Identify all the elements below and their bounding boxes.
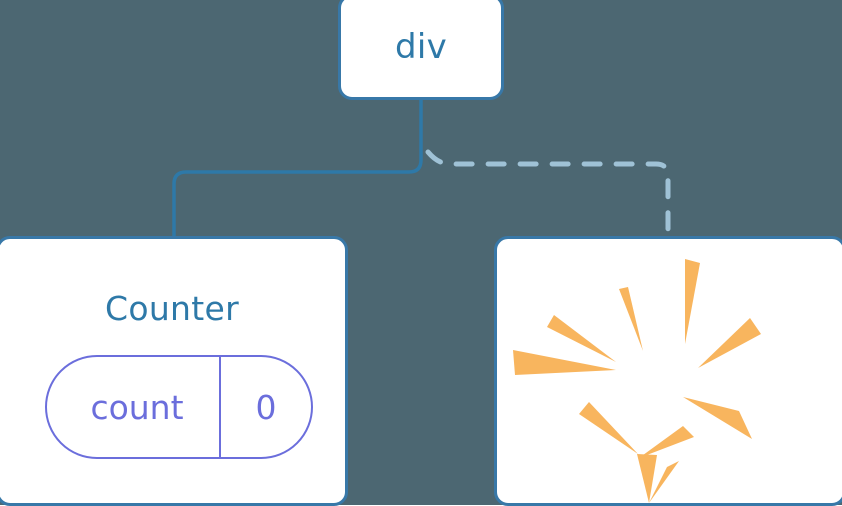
node-counter-label: Counter	[105, 289, 239, 328]
sparkle-burst-icon	[513, 259, 761, 503]
node-div[interactable]: div	[338, 0, 504, 100]
edge-div-to-counter	[172, 98, 423, 238]
node-counter[interactable]: Counter count 0	[0, 236, 348, 506]
edge-div-to-sparkle	[425, 149, 671, 239]
node-div-label: div	[394, 27, 448, 67]
state-key-label: count	[90, 387, 184, 427]
node-sparkle[interactable]	[494, 236, 842, 506]
state-pill-count[interactable]: count 0	[45, 355, 313, 459]
state-value-label: 0	[255, 387, 277, 427]
state-divider	[219, 357, 221, 457]
